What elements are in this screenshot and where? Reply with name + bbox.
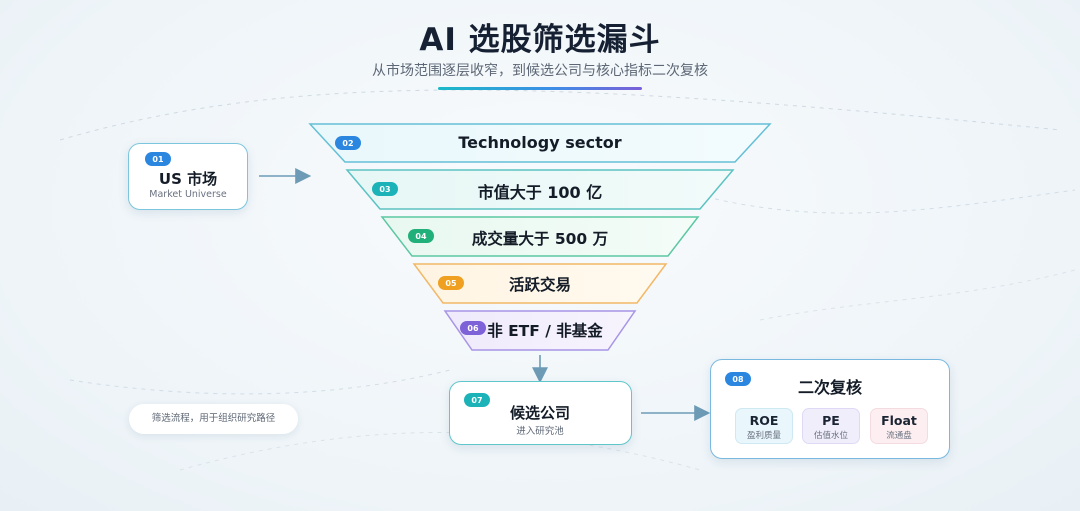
funnel-label-03: 市值大于 100 亿 [477, 183, 603, 202]
review-card: 08 二次复核 ROE 盈利质量 PE 估值水位 Float 流通盘 [710, 359, 950, 459]
title-underline [438, 87, 642, 90]
funnel-label-06: 非 ETF / 非基金 [487, 322, 603, 340]
funnel-label-02: Technology sector [458, 133, 622, 152]
metric-float-sub: 流通盘 [886, 431, 912, 441]
step-badge-01: 01 [145, 152, 171, 166]
metric-roe-name: ROE [749, 413, 779, 428]
step-badge-02: 02 [335, 136, 361, 150]
metric-pe-name: PE [822, 413, 840, 428]
funnel-layer-05 [412, 263, 668, 304]
step-badge-06: 06 [460, 321, 486, 335]
process-note: 筛选流程，用于组织研究路径 [129, 404, 298, 434]
metric-pe-sub: 估值水位 [813, 431, 848, 441]
funnel-label-04: 成交量大于 500 万 [471, 230, 609, 248]
candidates-card: 07 候选公司 进入研究池 [449, 381, 632, 445]
funnel-layer-06 [443, 310, 637, 351]
funnel-layer-03 [345, 169, 735, 210]
step-badge-08: 08 [725, 372, 751, 386]
funnel-layer-04 [380, 216, 700, 257]
metric-pe: PE 估值水位 [802, 408, 860, 444]
candidates-subtitle: 进入研究池 [516, 426, 564, 437]
step-badge-03: 03 [372, 182, 398, 196]
universe-subtitle: Market Universe [149, 189, 227, 200]
step-badge-07: 07 [464, 393, 490, 407]
step-badge-05: 05 [438, 276, 464, 290]
metric-roe-sub: 盈利质量 [746, 431, 781, 441]
metric-roe: ROE 盈利质量 [735, 408, 793, 444]
review-title: 二次复核 [797, 378, 862, 397]
metric-float: Float 流通盘 [870, 408, 928, 444]
page-title: AI 选股筛选漏斗 [419, 22, 661, 58]
funnel-label-05: 活跃交易 [508, 276, 571, 294]
universe-title: US 市场 [158, 170, 218, 188]
metric-float-name: Float [881, 413, 917, 428]
step-badge-04: 04 [408, 229, 434, 243]
funnel-layer-02 [308, 123, 772, 163]
candidates-title: 候选公司 [509, 404, 570, 422]
page-subtitle: 从市场范围逐层收窄，到候选公司与核心指标二次复核 [372, 63, 708, 79]
universe-card: 01 US 市场 Market Universe [128, 143, 248, 210]
